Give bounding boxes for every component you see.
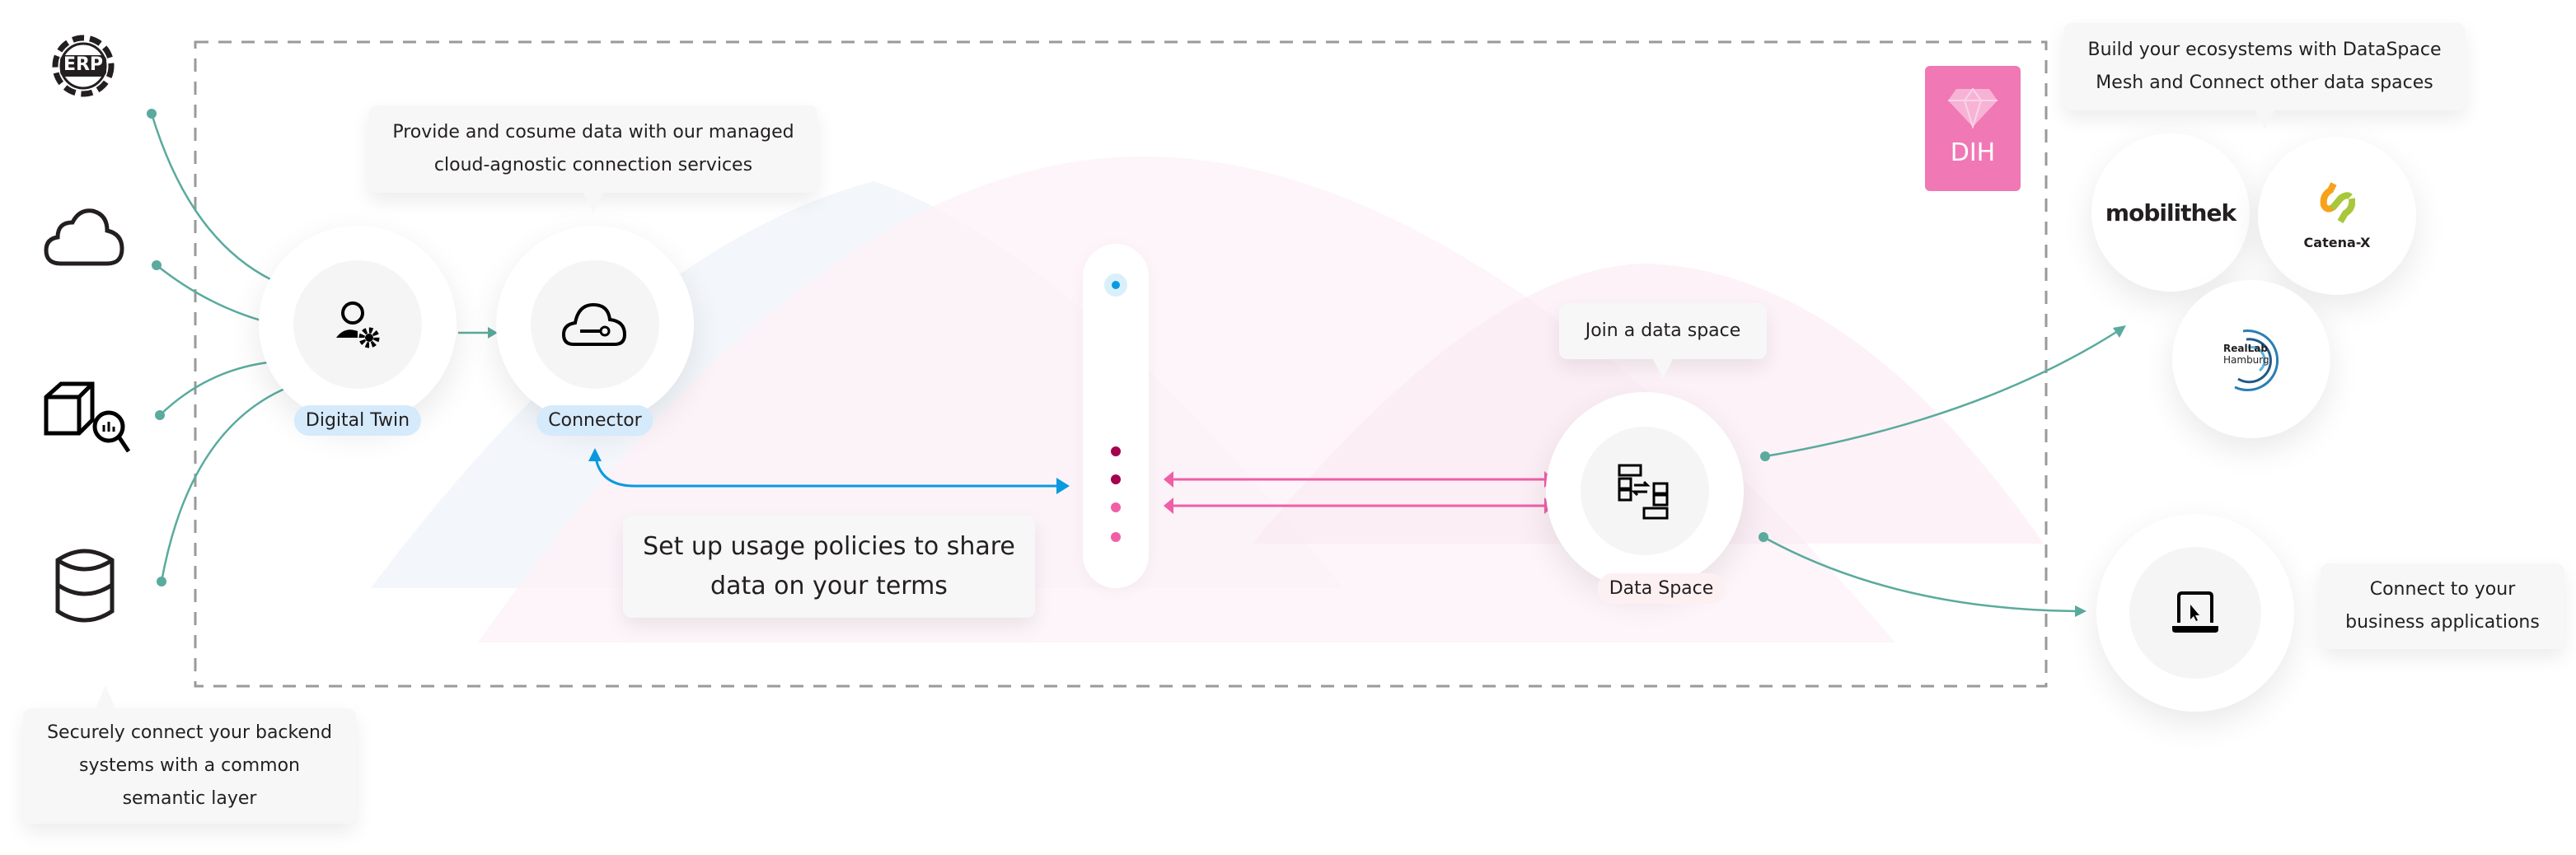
tooltip-line: Connect to your [2369, 579, 2516, 600]
laptop-cursor-icon [2172, 591, 2218, 633]
cloud-connector-icon [562, 302, 627, 346]
tooltip-line: business applications [2345, 612, 2540, 633]
platform-boundary [194, 40, 2048, 688]
digital-twin-label: Digital Twin [293, 405, 422, 436]
status-dot [1111, 532, 1121, 542]
database-icon [55, 549, 115, 623]
policies-tooltip: Set up usage policies to share data on y… [623, 516, 1035, 618]
dih-badge: DIH [1925, 66, 2021, 191]
reallab-label: Hamburg [2223, 354, 2269, 366]
tooltip-line: data on your terms [710, 572, 948, 600]
reallab-node[interactable]: RealLab Hamburg [2172, 280, 2330, 438]
tooltip-line: Build your ecosystems with DataSpace [2087, 40, 2442, 60]
backend-tooltip: Securely connect your backend systems wi… [23, 685, 356, 824]
data-space-node[interactable] [1546, 392, 1744, 590]
reallab-label: RealLab [2223, 343, 2268, 354]
reallab-logo-icon [2234, 329, 2279, 392]
status-dot [1111, 446, 1121, 456]
erp-label: ERP [63, 54, 104, 75]
mesh-tooltip: Build your ecosystems with DataSpace Mes… [2063, 23, 2466, 128]
tooltip-line: cloud-agnostic connection services [433, 155, 753, 175]
catenax-logo-icon [2320, 181, 2355, 223]
status-dot-blue [1112, 281, 1120, 289]
tooltip-line: semantic layer [122, 788, 257, 809]
tooltip-line: Provide and cosume data with our managed [392, 122, 794, 142]
mobilithek-logo: mobilithek [2105, 199, 2236, 227]
server-exchange-icon [1618, 464, 1669, 520]
connector-tooltip: Provide and cosume data with our managed… [369, 105, 817, 213]
status-dot [1111, 474, 1121, 484]
tooltip-line: Join a data space [1585, 320, 1741, 341]
connector-node[interactable] [496, 226, 694, 423]
tooltip-line: Securely connect your backend [47, 722, 332, 743]
diamond-icon [1948, 87, 1998, 128]
dih-label: DIH [1950, 138, 1996, 167]
business-applications-node[interactable] [2096, 514, 2294, 712]
tooltip-line: systems with a common [79, 755, 300, 776]
erp-gear-icon: ERP [46, 28, 120, 104]
status-dot [1111, 502, 1121, 512]
digital-twin-node[interactable] [259, 226, 457, 423]
data-exchange-pipe [1083, 244, 1149, 588]
data-space-label: Data Space [1597, 573, 1726, 604]
join-tooltip: Join a data space [1559, 303, 1767, 379]
catenax-node[interactable]: Catena-X [2258, 137, 2416, 295]
mobilithek-node[interactable]: mobilithek [2091, 133, 2250, 292]
tooltip-line: Set up usage policies to share [643, 532, 1015, 561]
cloud-icon [44, 208, 124, 266]
product-search-icon [44, 381, 131, 453]
catenax-label: Catena-X [2303, 234, 2371, 250]
user-settings-icon [336, 301, 380, 348]
business-tooltip: Connect to your business applications [2321, 563, 2564, 649]
connector-label: Connector [536, 405, 653, 436]
tooltip-line: Mesh and Connect other data spaces [2096, 72, 2433, 93]
